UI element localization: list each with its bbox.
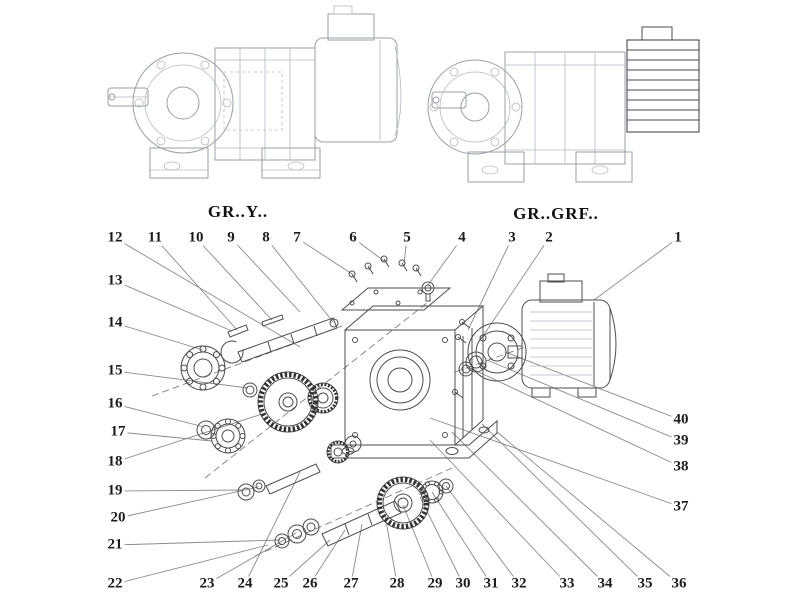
callout-39: 39 (671, 432, 691, 449)
callout-14: 14 (105, 314, 125, 331)
callout-19: 19 (105, 482, 125, 499)
callout-13: 13 (105, 272, 125, 289)
variant-label-gr-y: GR..Y.. (207, 202, 269, 221)
pinion-assembly (237, 435, 362, 501)
callout-21: 21 (105, 536, 125, 553)
callout-38: 38 (671, 458, 691, 475)
callout-23: 23 (197, 575, 217, 592)
second-gear (307, 382, 339, 414)
callout-25: 25 (271, 575, 291, 592)
input-shaft-assembly (220, 314, 339, 398)
callout-9: 9 (225, 229, 237, 246)
callout-1: 1 (672, 229, 684, 246)
callout-26: 26 (300, 575, 320, 592)
callout-12: 12 (105, 229, 125, 246)
motor-flange (452, 319, 527, 399)
variant-label-gr-grf: GR..GRF.. (513, 204, 599, 223)
callout-34: 34 (595, 575, 615, 592)
callout-33: 33 (557, 575, 577, 592)
output-shaft-assembly (274, 476, 454, 549)
callout-28: 28 (387, 575, 407, 592)
assembled-view-gr-y-illustration (107, 5, 402, 179)
callout-17: 17 (108, 423, 128, 440)
cover-plate (340, 287, 452, 311)
cover-bolts (348, 255, 435, 302)
main-gear (257, 371, 319, 433)
callout-31: 31 (481, 575, 501, 592)
ball-bearing-intermediate (196, 418, 246, 454)
callout-20: 20 (108, 509, 128, 526)
callout-6: 6 (347, 229, 359, 246)
callout-29: 29 (425, 575, 445, 592)
exploded-view-illustration (180, 255, 617, 549)
callout-30: 30 (453, 575, 473, 592)
ball-bearing-input (180, 345, 226, 391)
callout-37: 37 (671, 498, 691, 515)
motor (507, 273, 617, 398)
callout-15: 15 (105, 362, 125, 379)
callout-40: 40 (671, 411, 691, 428)
callout-27: 27 (341, 575, 361, 592)
callout-2: 2 (543, 229, 555, 246)
callout-8: 8 (260, 229, 272, 246)
callout-10: 10 (186, 229, 206, 246)
callout-32: 32 (509, 575, 529, 592)
callout-18: 18 (105, 453, 125, 470)
callout-4: 4 (456, 229, 468, 246)
callout-35: 35 (635, 575, 655, 592)
callout-16: 16 (105, 395, 125, 412)
assembled-view-gr-grf-illustration (427, 26, 700, 183)
leader-lines-layer (114, 237, 682, 585)
callout-11: 11 (145, 229, 165, 246)
callout-22: 22 (105, 575, 125, 592)
callout-7: 7 (291, 229, 303, 246)
callout-24: 24 (235, 575, 255, 592)
callout-3: 3 (506, 229, 518, 246)
callout-5: 5 (401, 229, 413, 246)
callout-36: 36 (669, 575, 689, 592)
gear-housing (330, 305, 498, 459)
